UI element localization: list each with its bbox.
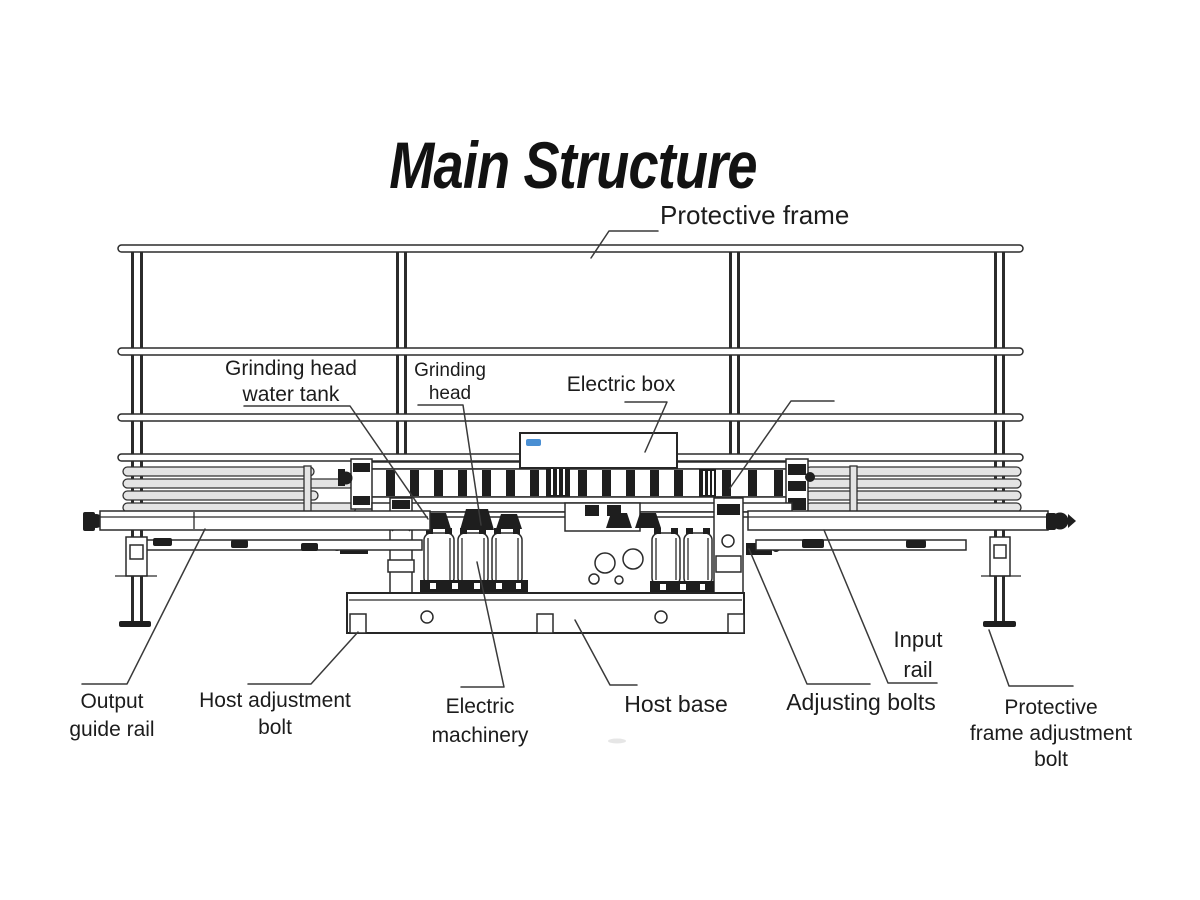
leader-lines: [81, 230, 1074, 688]
part-label-text: Protective: [1004, 696, 1098, 719]
input-rail: [747, 510, 1076, 551]
leader-adjusting-bolts: [748, 548, 871, 685]
leader-input-rail: [823, 529, 938, 684]
rollers: [588, 548, 644, 585]
part-label-host-adjustment-bolt: Host adjustment bolt: [183, 687, 367, 741]
legs: [115, 536, 1021, 627]
part-label-output-guide-rail: Output guide rail: [50, 688, 174, 744]
scan-smudge: [608, 738, 626, 744]
part-label-adjusting-bolts: Adjusting bolts: [768, 688, 954, 717]
part-label-text: Input: [893, 627, 943, 652]
part-label-text: Adjusting bolts: [786, 689, 936, 715]
leader-host-adjustment-bolt: [247, 631, 359, 685]
guard-slats-left: [122, 465, 357, 515]
part-label-grinding-head-water-tank: Grinding head water tank: [196, 356, 386, 408]
guard-slats-right: [805, 465, 1022, 515]
part-label-text: machinery: [431, 724, 529, 747]
part-label-grinding-head: Grinding head: [410, 359, 490, 405]
frame-rails: [117, 244, 1024, 462]
part-label-text: Electric box: [566, 373, 676, 396]
leader-electric-machinery: [460, 561, 505, 688]
electric-box: [519, 432, 678, 469]
part-label-text: Host adjustment: [199, 689, 351, 712]
part-label-text: Grinding: [414, 360, 486, 381]
page-title: Main Structure: [389, 128, 757, 202]
part-label-electric-box: Electric box: [556, 372, 686, 398]
part-label-text: rail: [903, 657, 933, 682]
output-guide-rail: [83, 510, 431, 551]
part-label-text: Electric: [445, 695, 515, 718]
electric-box-logo: [526, 439, 541, 446]
part-label-text: bolt: [1034, 748, 1068, 771]
part-label-input-rail: Input rail: [876, 625, 960, 685]
part-label-text: guide rail: [69, 718, 155, 741]
leader-protective-frame-adjustment-bolt: [988, 629, 1074, 687]
host-base: [346, 592, 745, 634]
carriage-band: [371, 497, 793, 597]
leader-electric-box: [624, 401, 668, 453]
leader-unlabeled: [729, 400, 835, 489]
part-label-text: head: [428, 383, 472, 404]
motors-left: [420, 528, 528, 593]
leader-host-base: [574, 619, 638, 686]
part-label-host-base: Host base: [611, 690, 741, 719]
leader-output-guide-rail: [81, 528, 206, 685]
part-label-text: Output: [80, 690, 144, 713]
leader-grinding-head-water-tank: [243, 405, 429, 520]
part-label-text: Grinding head: [225, 357, 357, 380]
part-label-text: bolt: [258, 716, 292, 739]
part-label-electric-machinery: Electric machinery: [412, 692, 548, 750]
part-label-protective-frame: Protective frame: [660, 199, 910, 232]
part-label-protective-frame-adjustment-bolt: Protective frame adjustment bolt: [953, 695, 1149, 773]
motors-right: [650, 528, 714, 594]
part-label-text: water tank: [242, 383, 340, 406]
frame-posts: [131, 246, 1005, 622]
part-label-text: Protective frame: [660, 200, 850, 230]
leader-protective-frame: [590, 230, 659, 259]
part-label-text: frame adjustment: [969, 722, 1133, 745]
leader-grinding-head: [417, 404, 482, 526]
part-label-text: Host base: [624, 691, 728, 717]
